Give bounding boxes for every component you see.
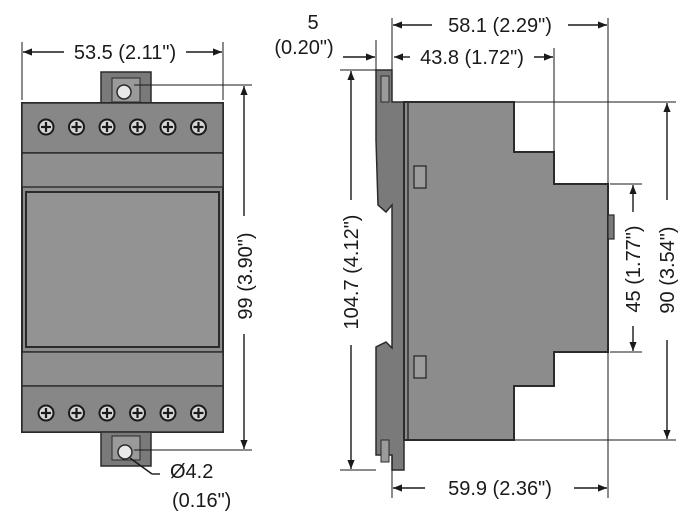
terminal-screw-icon	[37, 118, 55, 136]
side-body	[403, 101, 609, 441]
bottom-terminal-row	[37, 404, 207, 422]
hole-diameter-callout: Ø4.2 (0.16")	[129, 457, 231, 512]
display-window	[25, 191, 220, 348]
terminal-screw-icon	[37, 404, 55, 422]
front-height-label: 99 (3.90")	[235, 232, 257, 319]
terminal-screw-icon	[68, 404, 85, 422]
hole-diameter-in-label: (0.16")	[172, 490, 231, 512]
side-view	[375, 69, 615, 471]
dimension-side-body-height: 90 (3.54")	[514, 101, 679, 441]
dimension-side-bottom-depth: 59.9 (2.36")	[391, 352, 609, 500]
side-bottom-depth-label: 59.9 (2.36")	[448, 478, 552, 500]
terminal-screw-icon	[129, 404, 146, 422]
dimension-side-front-height: 45 (1.77")	[610, 183, 645, 353]
hole-diameter-mm-label: Ø4.2	[170, 461, 213, 483]
bottom-mounting-clip	[100, 431, 152, 467]
top-terminal-band	[21, 102, 224, 154]
side-front-height-label: 45 (1.77")	[623, 225, 645, 312]
side-body-height-label: 90 (3.54")	[657, 226, 679, 313]
din-clip	[375, 69, 405, 471]
top-latch	[413, 165, 427, 189]
terminal-screw-icon	[68, 118, 85, 136]
bottom-latch	[413, 355, 427, 379]
side-total-depth-label: 58.1 (2.29")	[448, 15, 552, 37]
top-mounting-clip	[100, 71, 152, 107]
bottom-terminal-band	[21, 385, 224, 433]
dimension-front-height: 99 (3.90")	[134, 84, 257, 451]
dimension-side-body-depth: 43.8 (1.72")	[394, 47, 555, 152]
terminal-screw-icon	[129, 118, 146, 136]
front-view	[21, 71, 224, 467]
side-clip-in-label: (0.20")	[274, 37, 333, 59]
terminal-screw-icon	[159, 404, 177, 422]
dimension-front-width: 53.5 (2.11")	[21, 42, 224, 100]
terminal-screw-icon	[190, 404, 207, 422]
side-clip-mm-label: 5	[307, 12, 318, 34]
terminal-screw-icon	[98, 118, 116, 136]
dimension-side-total-depth: 58.1 (2.29")	[391, 15, 609, 184]
front-knob	[607, 214, 615, 240]
terminal-screw-icon	[159, 118, 177, 136]
side-body-depth-label: 43.8 (1.72")	[420, 47, 524, 69]
top-terminal-row	[37, 118, 207, 136]
terminal-screw-icon	[190, 118, 207, 136]
dimension-side-total-height: 104.7 (4.12")	[340, 69, 376, 471]
dimension-side-clip: 5 (0.20")	[274, 12, 377, 70]
side-total-height-label: 104.7 (4.12")	[341, 215, 363, 330]
terminal-screw-icon	[98, 404, 116, 422]
front-width-label: 53.5 (2.11")	[74, 42, 176, 64]
